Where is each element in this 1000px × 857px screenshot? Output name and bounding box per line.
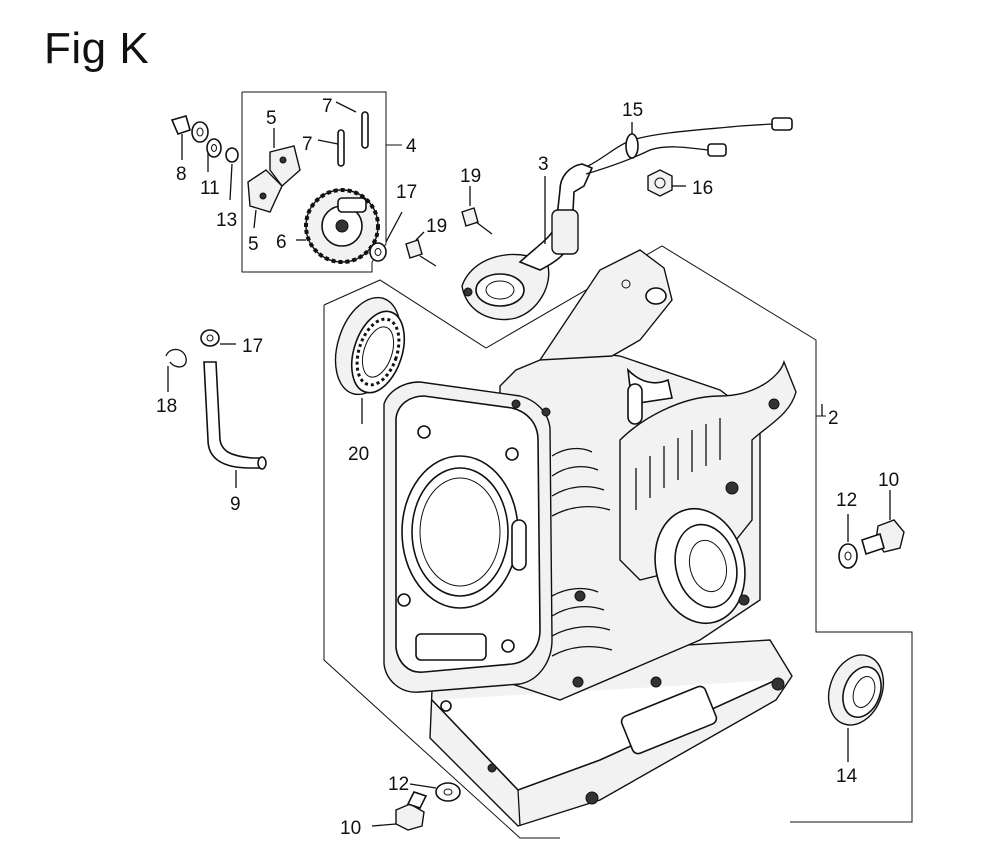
callout-labels: 7 5 7 4 15 8 11 13 5 6 17 3 19 19 16 17 … (156, 96, 899, 839)
callout-15: 15 (622, 100, 643, 121)
callout-14: 14 (836, 766, 858, 787)
part-10-bolt-right (861, 490, 905, 556)
callout-7: 7 (302, 134, 313, 155)
part-9-tube (203, 361, 267, 488)
callout-9: 9 (230, 494, 241, 515)
callout-17: 17 (396, 182, 417, 203)
callout-19: 19 (426, 216, 447, 237)
callout-3: 3 (538, 154, 549, 175)
callout-8: 8 (176, 164, 187, 185)
callout-20: 20 (348, 444, 369, 465)
part-17-washer-b (200, 329, 236, 347)
part-12-washer-bottom (409, 782, 461, 802)
part-20-bearing (334, 296, 406, 424)
part-18-clip (165, 348, 187, 392)
callout-2: 2 (828, 408, 839, 429)
callout-6: 6 (276, 232, 287, 253)
cylinder-fins (551, 447, 613, 657)
callout-4: 4 (406, 136, 417, 157)
part-11-washer (191, 121, 209, 172)
callout-10: 10 (340, 818, 361, 839)
callout-5: 5 (266, 108, 277, 129)
callout-12: 12 (836, 490, 857, 511)
part-5-pump-body (247, 128, 301, 229)
part-19-bolt-a (461, 186, 493, 235)
callout-10: 10 (878, 470, 899, 491)
part-7-pins (317, 101, 369, 167)
callout-13: 13 (216, 210, 237, 231)
callout-17: 17 (242, 336, 263, 357)
callout-7: 7 (322, 96, 333, 117)
part-3-pipe-assembly (461, 117, 793, 321)
callout-12: 12 (388, 774, 409, 795)
part-13-ring (225, 147, 239, 201)
part-11b-washer (206, 138, 222, 158)
part-19-bolt-b (405, 231, 437, 267)
cooling-fins (635, 418, 721, 510)
part-8-bolt (170, 115, 191, 160)
part-2-crankcase (383, 249, 823, 827)
part-6-gear (296, 188, 380, 264)
callout-5: 5 (248, 234, 259, 255)
callout-16: 16 (692, 178, 713, 199)
part-10-bolt-bottom (371, 791, 428, 831)
callout-18: 18 (156, 396, 177, 417)
part-14-oil-seal (827, 654, 885, 762)
figure-title: Fig K (44, 24, 150, 73)
callout-19: 19 (460, 166, 481, 187)
crankcase-group-frame (323, 245, 913, 839)
part-12-washer-right (838, 514, 858, 569)
part-16-nut (647, 169, 686, 197)
part-17-washer (369, 211, 403, 262)
callout-11: 11 (200, 178, 220, 199)
